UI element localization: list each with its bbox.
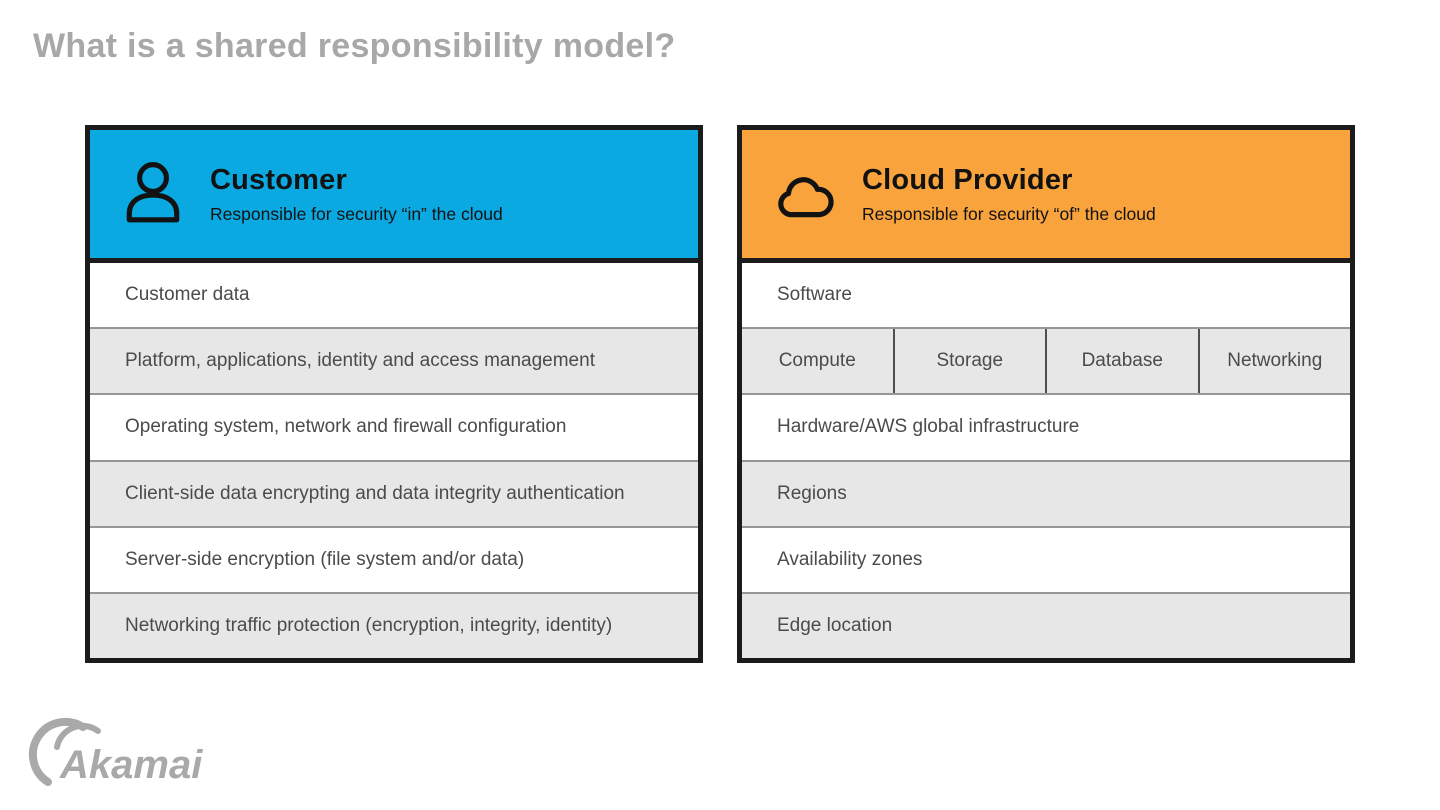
customer-panel-header: Customer Responsible for security “in” t…	[90, 130, 698, 263]
customer-subtitle: Responsible for security “in” the cloud	[210, 203, 503, 224]
logo-wordmark: Akamai	[59, 743, 203, 787]
provider-row-hardware: Hardware/AWS global infrastructure	[742, 393, 1350, 460]
customer-row-client-side: Client-side data encrypting and data int…	[90, 459, 698, 526]
provider-header-text: Cloud Provider Responsible for security …	[862, 164, 1156, 225]
cloud-provider-panel: Cloud Provider Responsible for security …	[737, 125, 1355, 663]
grid-cell-database: Database	[1045, 329, 1198, 394]
provider-row-software: Software	[742, 263, 1350, 328]
provider-row-edge-location: Edge location	[742, 591, 1350, 659]
grid-cell-compute: Compute	[778, 350, 856, 372]
logo-swoosh-outer	[28, 717, 87, 786]
customer-row-operating-system: Operating system, network and firewall c…	[90, 393, 698, 460]
provider-rows: Software Compute Storage Database Networ…	[742, 263, 1351, 659]
grid-cell-networking: Networking	[1197, 329, 1351, 394]
grid-cell-storage: Storage	[892, 329, 1046, 394]
provider-subtitle: Responsible for security “of” the cloud	[862, 203, 1156, 224]
customer-row-platform: Platform, applications, identity and acc…	[90, 327, 698, 394]
page-title: What is a shared responsibility model?	[33, 27, 676, 65]
customer-header-text: Customer Responsible for security “in” t…	[210, 164, 503, 225]
customer-row-networking-traffic: Networking traffic protection (encryptio…	[90, 591, 698, 659]
customer-rows: Customer data Platform, applications, id…	[90, 263, 698, 659]
customer-panel: Customer Responsible for security “in” t…	[85, 125, 703, 663]
customer-row-customer-data: Customer data	[90, 263, 698, 328]
akamai-logo: Akamai	[28, 714, 228, 794]
person-icon	[120, 159, 186, 229]
provider-row-availability-zones: Availability zones	[742, 525, 1350, 592]
customer-title: Customer	[210, 163, 347, 196]
provider-panel-header: Cloud Provider Responsible for security …	[742, 130, 1350, 263]
logo-swoosh-inner	[54, 722, 101, 750]
provider-title: Cloud Provider	[862, 163, 1073, 196]
provider-grid-row: Compute Storage Database Networking	[742, 327, 1351, 394]
cloud-icon	[772, 159, 838, 229]
customer-row-server-side: Server-side encryption (file system and/…	[90, 525, 698, 592]
provider-row-regions: Regions	[742, 459, 1350, 526]
